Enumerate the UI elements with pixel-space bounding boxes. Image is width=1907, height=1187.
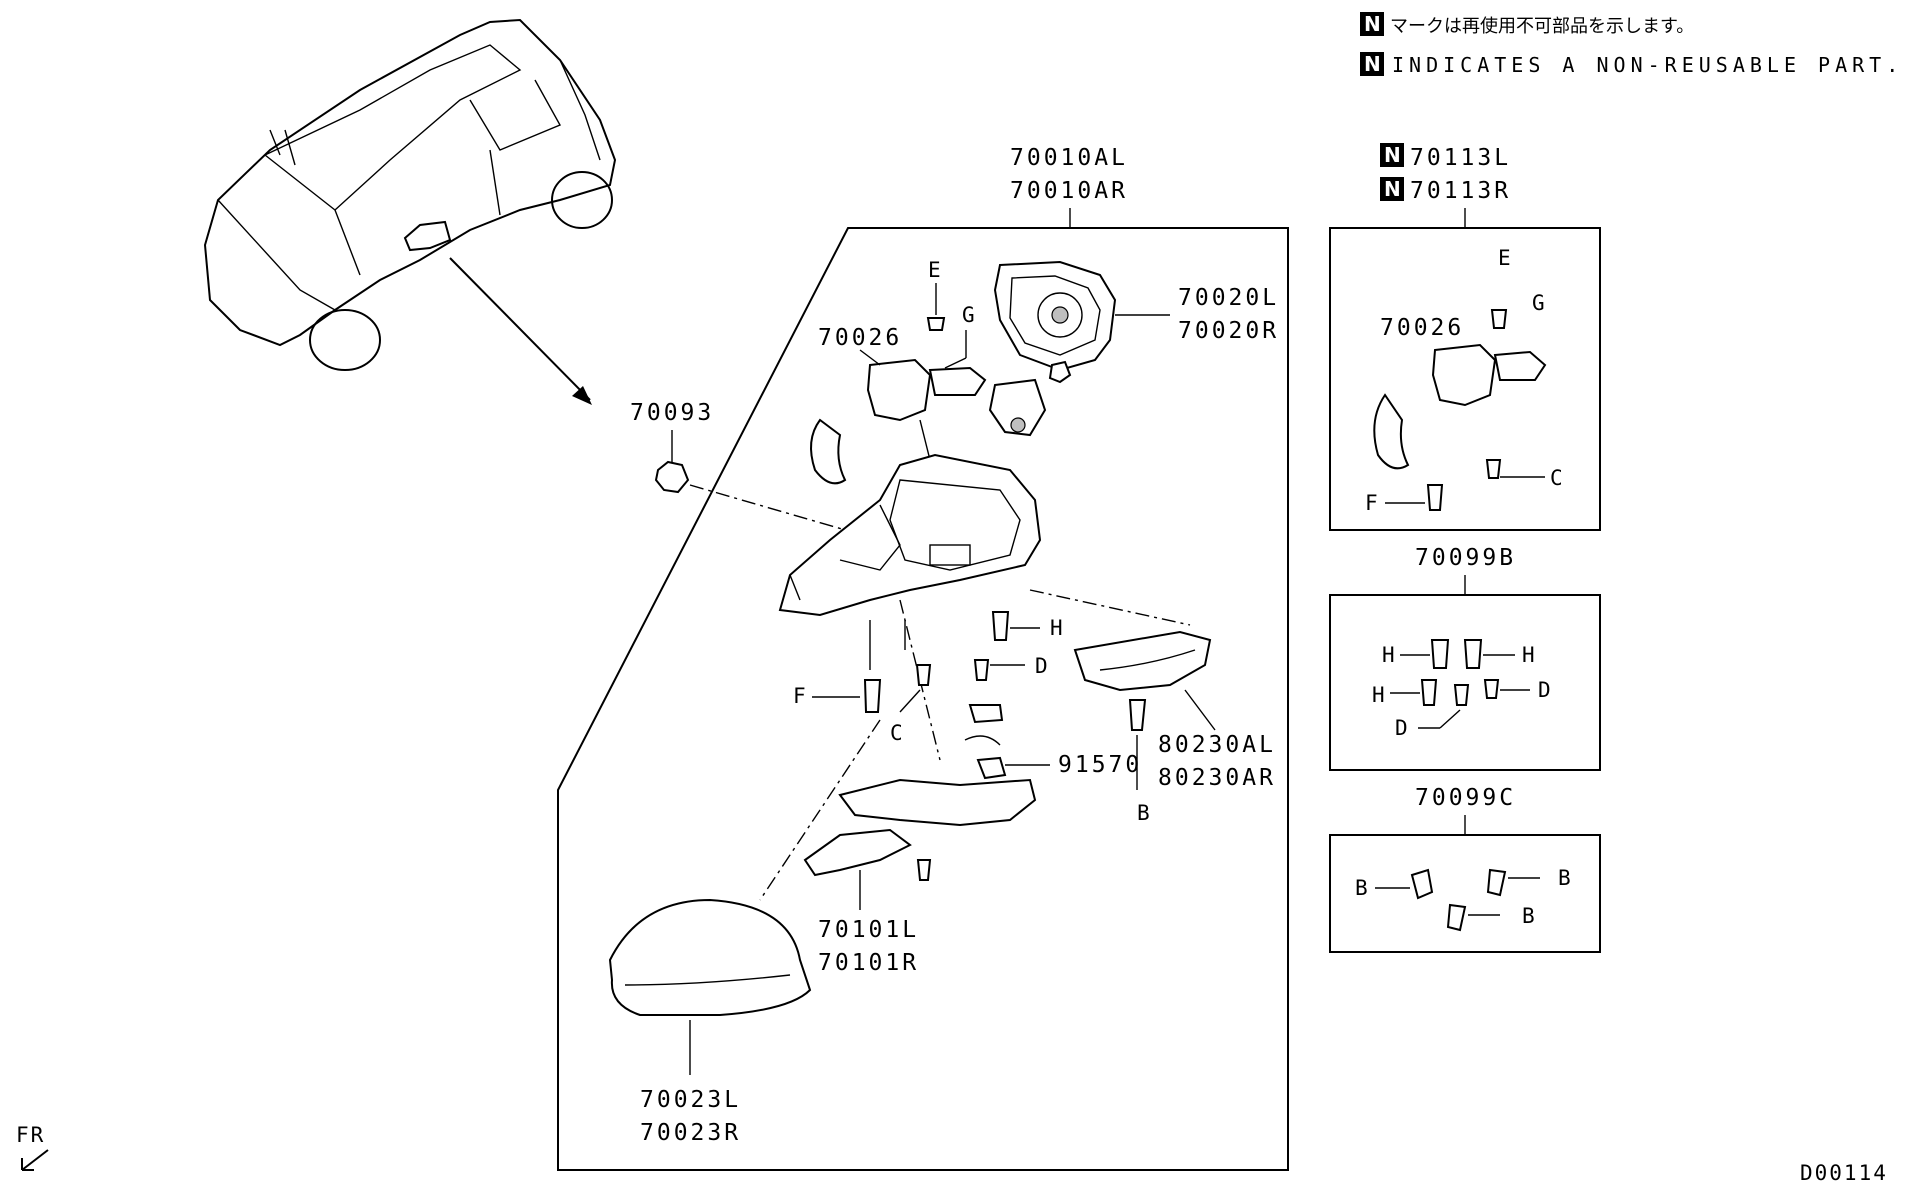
n-symbol-text: N — [1364, 12, 1381, 36]
label-70020R: 70020R — [1178, 318, 1279, 344]
label-70099C: 70099C — [1415, 785, 1516, 811]
label-70101L: 70101L — [818, 917, 919, 943]
label-70010AL: 70010AL — [1010, 145, 1128, 171]
letter-B: B — [1522, 904, 1537, 928]
n-symbol-icon — [1380, 177, 1404, 201]
part-70101: 70101L 70101R — [803, 778, 1037, 976]
label-80230AL: 80230AL — [1158, 732, 1276, 758]
letter-E: E — [928, 258, 943, 282]
letter-F: F — [793, 684, 808, 708]
letter-D: D — [1395, 716, 1410, 740]
letter-B: B — [1355, 876, 1370, 900]
letter-D: D — [1035, 654, 1050, 678]
letter-D: D — [1538, 678, 1553, 702]
legend: N マークは再使用不可部品を示します。 N INDICATES A NON-RE… — [1360, 12, 1903, 77]
letter-C: C — [890, 721, 905, 745]
label-70026-kit: 70026 — [1380, 315, 1464, 341]
front-arrow-icon — [21, 1149, 49, 1171]
box-70113: N 70113L N 70113R 70026 E G C F — [1329, 143, 1601, 531]
letter-H: H — [1382, 643, 1397, 667]
letter-H: H — [1372, 683, 1387, 707]
letter-H: H — [1050, 616, 1065, 640]
letter-F: F — [1365, 491, 1380, 515]
label-70113L: 70113L — [1410, 145, 1511, 171]
diagram-code: D00114 — [1800, 1161, 1888, 1185]
front-direction-marker: FR — [16, 1123, 49, 1171]
box-70099C: 70099C B B B — [1329, 785, 1601, 953]
part-80230A: B 80230AL 80230AR — [1073, 630, 1276, 825]
part-91570: H D 91570 — [964, 611, 1142, 780]
n-symbol-icon — [1360, 52, 1384, 76]
label-70010AR: 70010AR — [1010, 178, 1128, 204]
label-91570: 91570 — [1058, 752, 1142, 778]
box-70099B: 70099B H H H D D — [1329, 545, 1601, 771]
letter-C: C — [1550, 466, 1565, 490]
label-70023L: 70023L — [640, 1087, 741, 1113]
part-70023: 70023L 70023R — [608, 898, 812, 1146]
label-70099B: 70099B — [1415, 545, 1516, 571]
screw-f-c: F C — [793, 620, 932, 745]
letter-E: E — [1498, 246, 1513, 270]
label-80230AR: 80230AR — [1158, 765, 1276, 791]
letter-H: H — [1522, 643, 1537, 667]
fr-label: FR — [16, 1123, 45, 1147]
n-symbol-text: N — [1384, 143, 1401, 167]
legend-en-note: INDICATES A NON-REUSABLE PART. — [1392, 53, 1903, 77]
letter-G: G — [1532, 291, 1547, 315]
n-symbol-icon — [1360, 12, 1384, 36]
part-70020: 70020L 70020R — [988, 260, 1279, 437]
mirror-housing — [759, 453, 1191, 901]
letter-B: B — [1558, 866, 1573, 890]
n-symbol-text: N — [1384, 177, 1401, 201]
part-70026: 70026 E G — [810, 258, 987, 485]
letter-G: G — [962, 303, 977, 327]
n-symbol-icon — [1380, 143, 1404, 167]
main-assembly-frame: 70010AL 70010AR — [557, 145, 1289, 1171]
label-70101R: 70101R — [818, 950, 919, 976]
label-70113R: 70113R — [1410, 178, 1511, 204]
label-70020L: 70020L — [1178, 285, 1279, 311]
vehicle-illustration — [203, 18, 617, 405]
part-70093: 70093 — [630, 400, 881, 541]
label-70026: 70026 — [818, 325, 902, 351]
letter-B: B — [1137, 801, 1152, 825]
label-70023R: 70023R — [640, 1120, 741, 1146]
n-symbol-text: N — [1364, 52, 1381, 76]
label-70093: 70093 — [630, 400, 714, 426]
legend-jp-note: マークは再使用不可部品を示します。 — [1390, 16, 1694, 37]
